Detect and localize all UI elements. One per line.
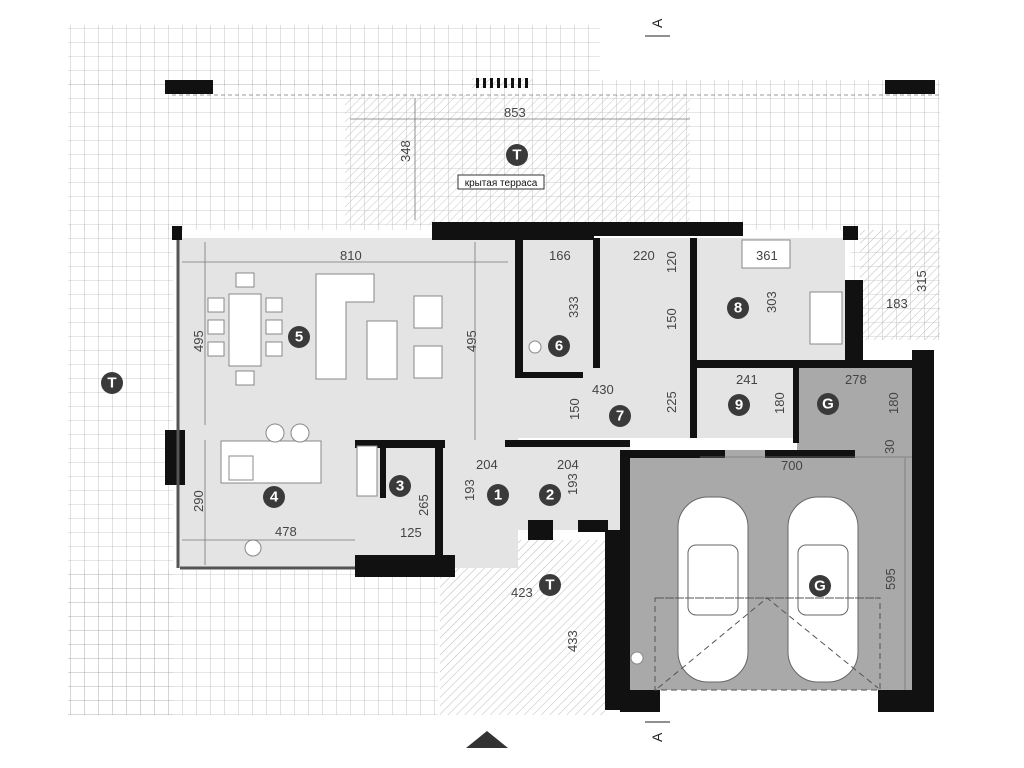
coffee-table <box>366 320 398 380</box>
room-marker-1: 1 <box>487 484 509 506</box>
dim-label: 193 <box>565 473 580 495</box>
sofa <box>315 273 375 380</box>
room-markers: T T T 1 2 3 4 5 6 7 8 9 G G <box>101 144 839 597</box>
svg-text:G: G <box>822 396 834 413</box>
dim-label: 495 <box>464 330 479 352</box>
vent-bars <box>472 78 532 88</box>
dim-label: 303 <box>764 291 779 313</box>
dim-label: 150 <box>664 308 679 330</box>
car-icon <box>677 496 749 683</box>
room-marker-2: 2 <box>539 484 561 506</box>
dim-label: 120 <box>664 251 679 273</box>
svg-text:8: 8 <box>734 300 742 317</box>
dim-label: 241 <box>736 372 758 387</box>
garage-floor <box>628 450 913 690</box>
room-marker-garage: G <box>809 575 831 597</box>
room-marker-terrace-top: T <box>506 144 528 166</box>
entry-terrace-hatch <box>440 540 605 715</box>
svg-text:9: 9 <box>735 397 743 414</box>
dim-label: 361 <box>756 248 778 263</box>
dim-label: 333 <box>566 296 581 318</box>
dim-label: 166 <box>549 248 571 263</box>
room-marker-3: 3 <box>389 475 411 497</box>
room-marker-8: 8 <box>727 297 749 319</box>
svg-text:4: 4 <box>270 489 279 506</box>
dim-label: 853 <box>504 105 526 120</box>
room-marker-terrace-left: T <box>101 372 123 394</box>
svg-text:6: 6 <box>555 338 563 355</box>
room-marker-7: 7 <box>609 405 631 427</box>
dim-label: 183 <box>886 296 908 311</box>
svg-text:T: T <box>107 375 116 392</box>
dim-label: 430 <box>592 382 614 397</box>
svg-text:T: T <box>545 577 554 594</box>
dim-label: 423 <box>511 585 533 600</box>
floors <box>178 238 913 690</box>
dim-label: 348 <box>398 140 413 162</box>
cooktop <box>228 455 254 481</box>
room-marker-9: 9 <box>728 394 750 416</box>
dim-label: 125 <box>400 525 422 540</box>
dim-label: 495 <box>191 330 206 352</box>
armchair <box>413 345 443 379</box>
side-porch-hatch <box>860 230 940 340</box>
dim-label: 180 <box>886 392 901 414</box>
storage-floor <box>797 368 912 458</box>
dimension-labels: 853 348 810 495 495 166 333 220 120 150 … <box>191 105 929 652</box>
dim-label: 193 <box>462 479 477 501</box>
dim-label: 265 <box>416 494 431 516</box>
dim-label: 700 <box>781 458 803 473</box>
room-marker-storage: G <box>817 393 839 415</box>
dim-label: 290 <box>191 490 206 512</box>
covered-terrace-label-box <box>457 174 545 190</box>
dim-label: 30 <box>882 440 897 454</box>
dim-label: 278 <box>845 372 867 387</box>
dim-label: 220 <box>633 248 655 263</box>
dim-label: 595 <box>883 568 898 590</box>
svg-text:T: T <box>512 147 521 164</box>
dim-label: 433 <box>565 630 580 652</box>
svg-text:3: 3 <box>396 478 404 495</box>
dim-label: 204 <box>557 457 579 472</box>
armchair <box>413 295 443 329</box>
room-marker-5: 5 <box>288 326 310 348</box>
dim-label: 478 <box>275 524 297 539</box>
svg-text:7: 7 <box>616 408 624 425</box>
room-marker-4: 4 <box>263 486 285 508</box>
room-marker-6: 6 <box>548 335 570 357</box>
north-arrow-icon <box>466 731 508 748</box>
section-marker-bottom: A <box>649 732 665 742</box>
dim-label: 810 <box>340 248 362 263</box>
dim-label: 315 <box>914 270 929 292</box>
room-marker-terrace-bottom: T <box>539 574 561 596</box>
walls <box>165 80 935 712</box>
dining-table <box>228 293 262 367</box>
terrace-grid <box>68 25 940 715</box>
dim-label: 150 <box>567 398 582 420</box>
dim-label: 204 <box>476 457 498 472</box>
section-marker-top: A <box>649 18 665 28</box>
svg-text:G: G <box>814 578 826 595</box>
dim-label: 225 <box>664 391 679 413</box>
dimension-lines <box>182 98 912 690</box>
covered-terrace-label: крытая терраса <box>465 178 538 189</box>
dim-label: 180 <box>772 392 787 414</box>
svg-text:1: 1 <box>494 487 502 504</box>
svg-text:5: 5 <box>295 329 303 346</box>
svg-text:2: 2 <box>546 487 554 504</box>
